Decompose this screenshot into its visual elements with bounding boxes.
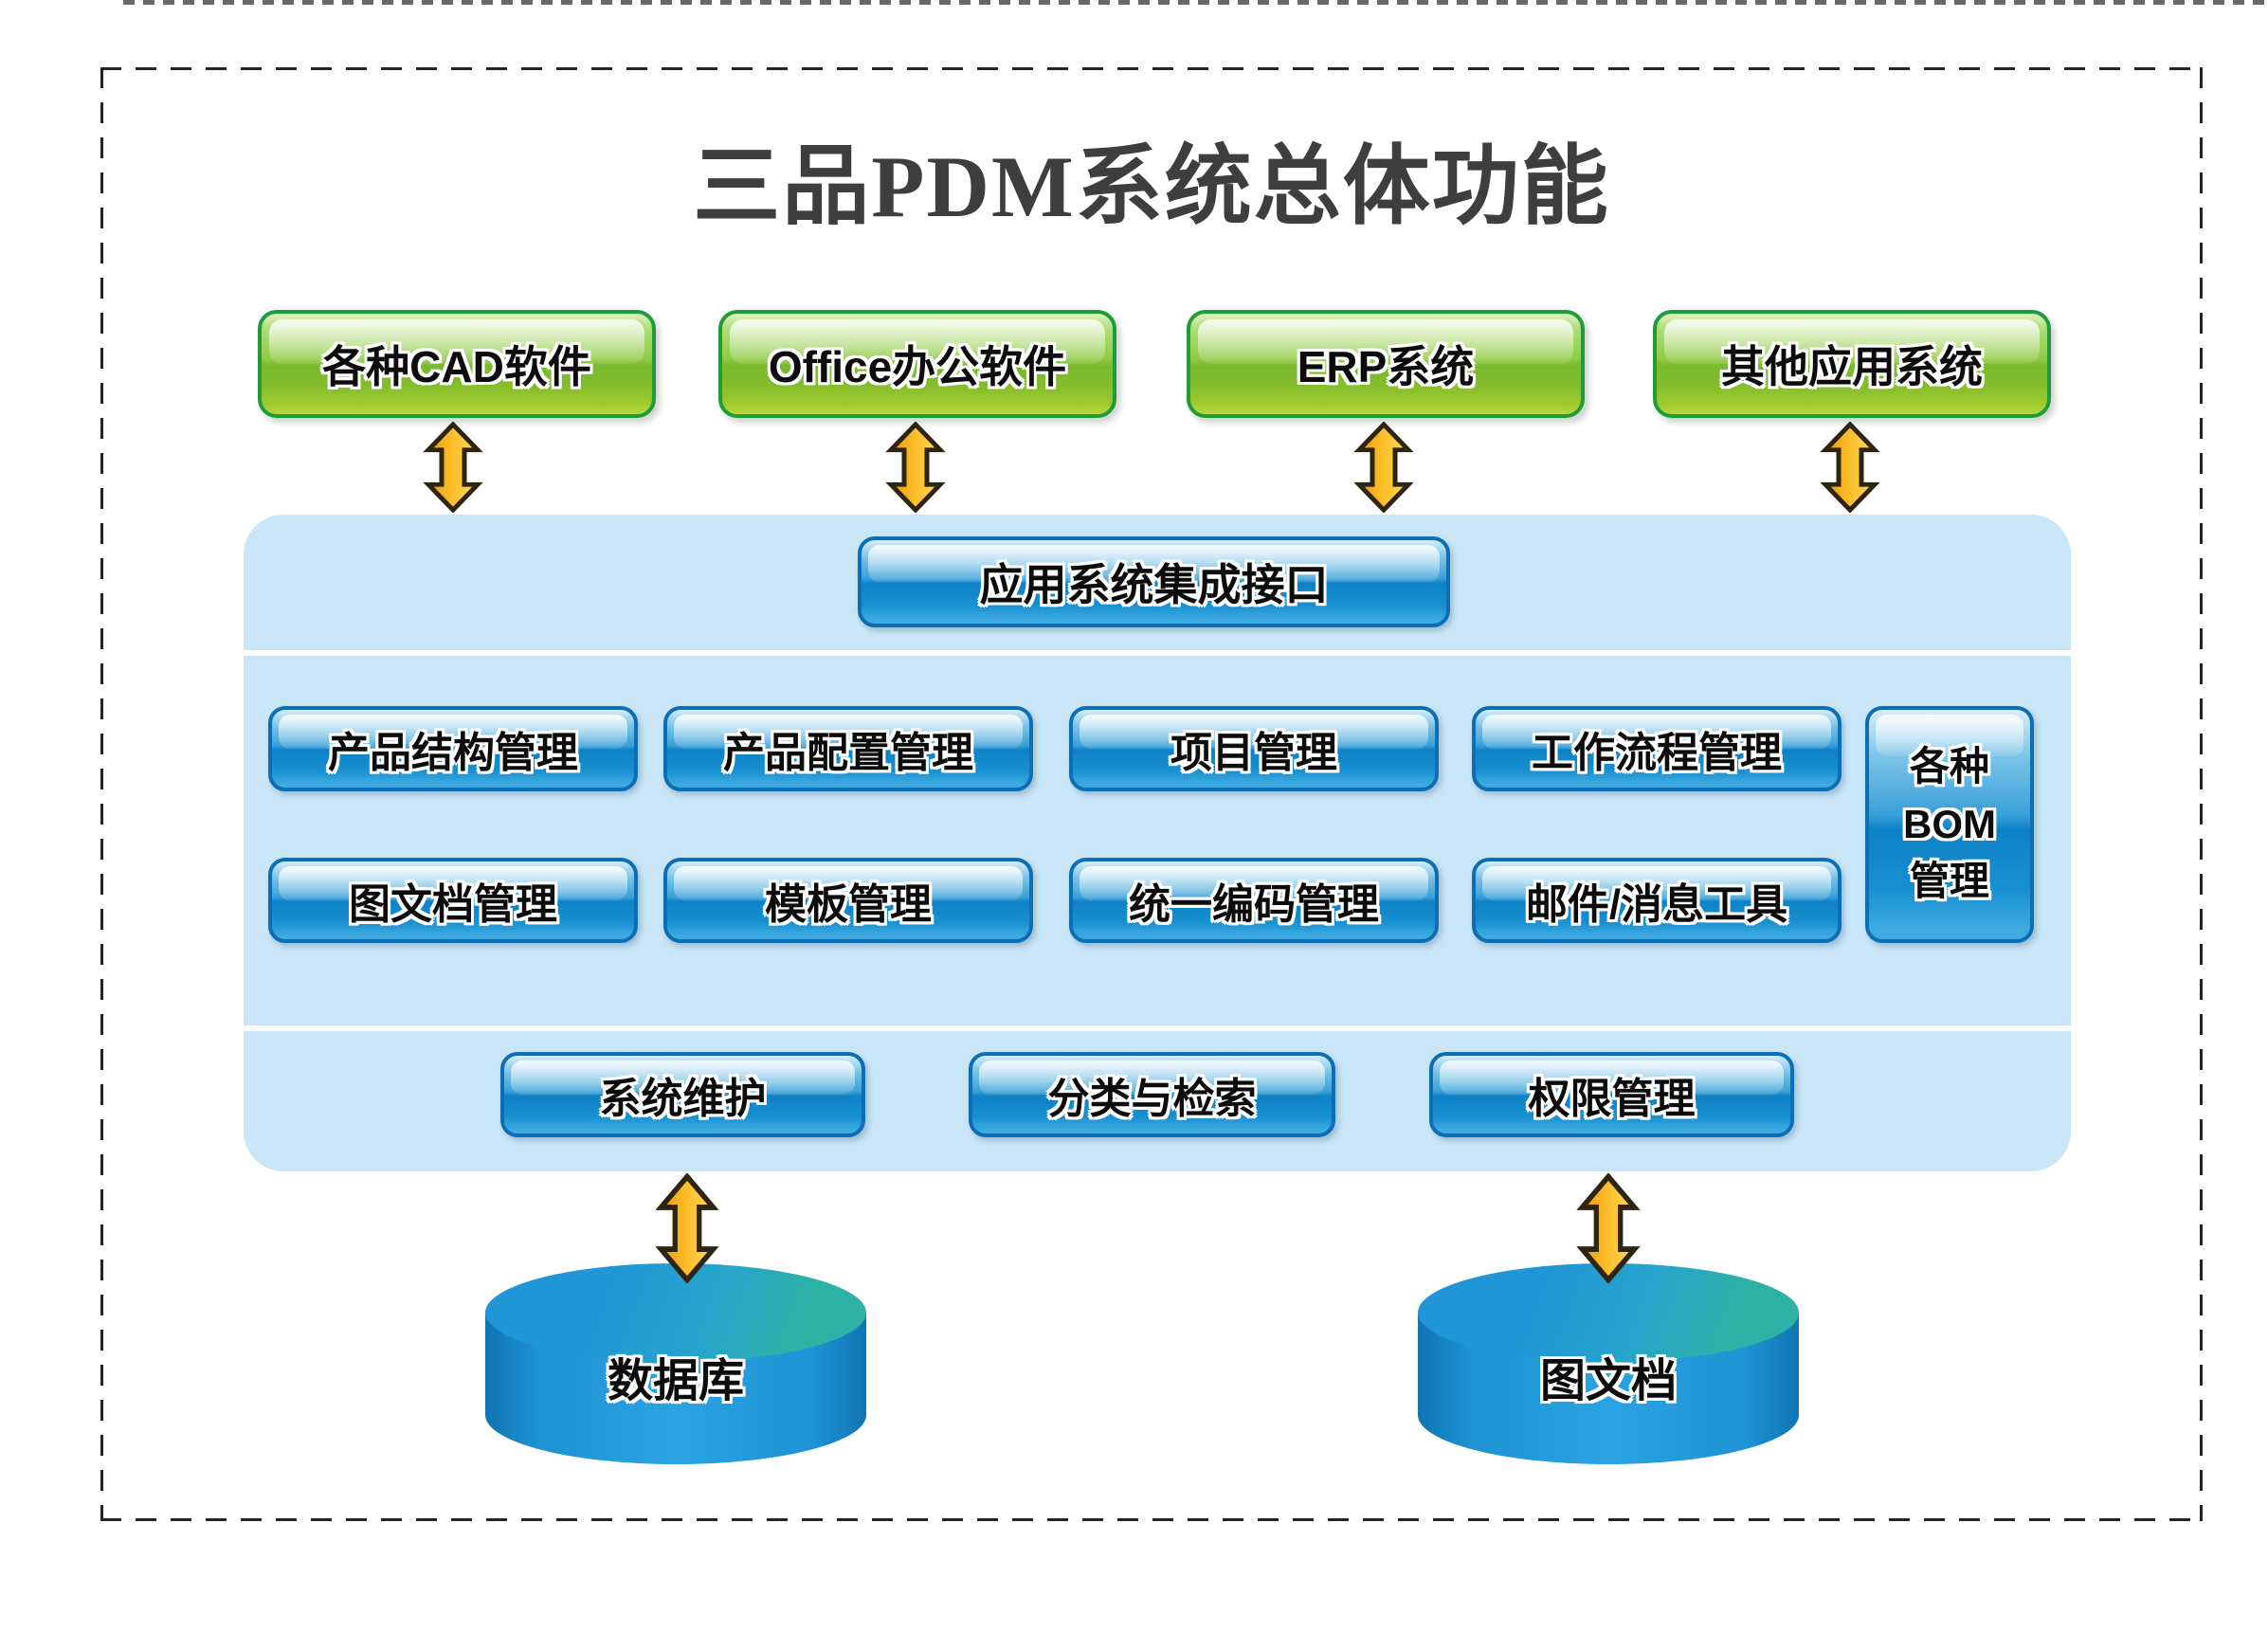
module-label: 图文档管理 <box>349 881 557 928</box>
module-button-product-config: 产品配置管理 <box>663 706 1033 791</box>
module-label: 产品配置管理 <box>723 730 973 776</box>
bom-label-line: 管理 <box>1909 859 1989 904</box>
external-system-box-office: Office办公软件 <box>718 310 1116 418</box>
module-label: 工作流程管理 <box>1532 730 1782 776</box>
database-label: 数据库 <box>607 1356 744 1406</box>
module-label: 模板管理 <box>765 881 932 928</box>
support-button-permission: 权限管理 <box>1429 1052 1794 1137</box>
vertical-double-arrow-icon <box>884 422 947 513</box>
module-label: 产品结构管理 <box>328 730 578 776</box>
bom-label-line: 各种 <box>1909 743 1989 789</box>
module-button-project: 项目管理 <box>1069 706 1439 791</box>
database-cylinder: 数据库 <box>485 1263 866 1464</box>
integration-interface-label: 应用系统集成接口 <box>979 560 1329 609</box>
support-label: 分类与检索 <box>1047 1076 1257 1122</box>
support-label: 系统维护 <box>599 1076 767 1122</box>
support-button-classify-search: 分类与检索 <box>969 1052 1335 1137</box>
module-button-document: 图文档管理 <box>268 858 638 943</box>
document-store-cylinder: 图文档 <box>1418 1263 1799 1464</box>
document-store-label: 图文档 <box>1539 1356 1677 1406</box>
vertical-double-arrow-icon <box>422 422 484 513</box>
module-button-product-structure: 产品结构管理 <box>268 706 638 791</box>
module-label: 项目管理 <box>1170 730 1337 776</box>
cylinder-top <box>485 1263 866 1362</box>
top-edge-dashes <box>123 0 2268 5</box>
module-label: 统一编码管理 <box>1129 881 1379 928</box>
bom-label-line: BOM <box>1903 801 1996 846</box>
diagram-title: 三品PDM系统总体功能 <box>693 138 1610 235</box>
module-button-coding: 统一编码管理 <box>1069 858 1439 943</box>
module-button-template: 模板管理 <box>663 858 1033 943</box>
module-button-bom: 各种 BOM 管理 <box>1865 706 2034 943</box>
integration-interface-button: 应用系统集成接口 <box>858 536 1450 627</box>
external-system-label: ERP系统 <box>1297 342 1475 391</box>
vertical-double-arrow-icon <box>1575 1173 1642 1283</box>
module-button-workflow: 工作流程管理 <box>1472 706 1842 791</box>
external-system-box-erp: ERP系统 <box>1187 310 1585 418</box>
external-system-box-other: 其他应用系统 <box>1653 310 2051 418</box>
external-system-label: 各种CAD软件 <box>322 342 591 391</box>
external-system-box-cad: 各种CAD软件 <box>258 310 656 418</box>
external-system-label: Office办公软件 <box>768 342 1067 391</box>
vertical-double-arrow-icon <box>1819 422 1881 513</box>
vertical-double-arrow-icon <box>1352 422 1415 513</box>
support-label: 权限管理 <box>1528 1076 1696 1122</box>
module-label: 邮件/消息工具 <box>1525 881 1788 928</box>
support-button-maintenance: 系统维护 <box>500 1052 865 1137</box>
vertical-double-arrow-icon <box>654 1173 720 1283</box>
external-system-label: 其他应用系统 <box>1721 342 1983 391</box>
module-button-mail-message: 邮件/消息工具 <box>1472 858 1842 943</box>
